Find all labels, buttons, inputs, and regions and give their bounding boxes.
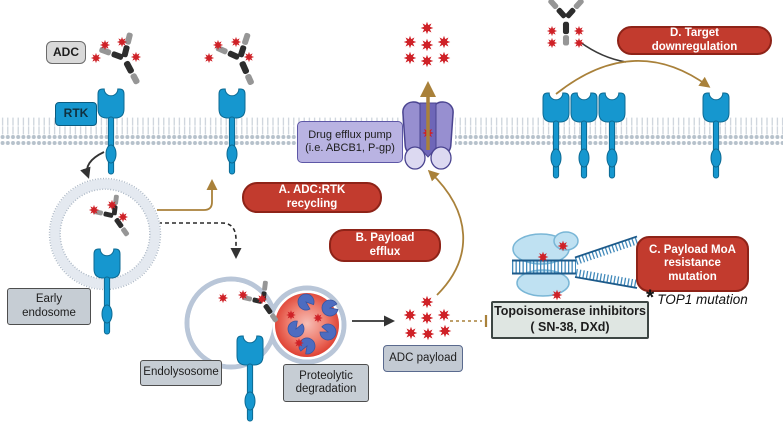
topoisomerase-dna-complex [512, 231, 640, 301]
top1-mutation-text: TOP1 mutation [657, 292, 748, 307]
recycling-arrow [157, 179, 218, 211]
callout-a-adc-rtk-recycling: A. ADC:RTK recycling [242, 182, 382, 213]
adc-payload-stars [403, 295, 452, 341]
top1-mutation-annotation: * TOP1 mutation [646, 286, 748, 309]
endolysosome [184, 276, 347, 422]
proteolytic-degradation-label: Proteolytic degradation [283, 364, 369, 402]
adc-surface-2 [203, 30, 270, 93]
callout-b-payload-efflux: B. Payload efflux [329, 229, 441, 262]
adc-payload-label: ADC payload [383, 345, 463, 372]
payload-efflux-curve [427, 169, 465, 296]
topoisomerase-inhibitors-label: Topoisomerase inhibitors ( SN-38, DXd) [491, 301, 649, 339]
early-endosome [48, 177, 162, 335]
callout-c-payload-moa-resistance: C. Payload MoA resistance mutation [636, 236, 749, 292]
rtk-label: RTK [55, 102, 97, 126]
drug-efflux-pump-label: Drug efflux pump (i.e. ABCB1, P-gp) [297, 121, 403, 163]
rtk-receptor-endolysosome [236, 335, 264, 422]
asterisk: * [646, 286, 655, 309]
effluxed-payload-stars [403, 21, 451, 68]
dna-replication-fork [512, 235, 640, 289]
downregulation-curve [555, 60, 711, 95]
internalization-arrow [80, 151, 105, 179]
adc-label: ADC [46, 41, 86, 64]
downregulation-curve-black [579, 41, 627, 63]
callout-d-target-downregulation: D. Target downregulation [617, 26, 772, 55]
early-endosome-label: Early endosome [7, 288, 91, 325]
rtk-receptor-endosome [93, 248, 121, 335]
pathway-arrows [80, 41, 711, 327]
adc-surface-1 [90, 29, 155, 93]
topoisomerase-line1: Topoisomerase inhibitors [494, 304, 646, 319]
maturation-dashed-arrow [158, 222, 242, 259]
drug-efflux-pump [402, 81, 454, 170]
topoisomerase-line2: ( SN-38, DXd) [530, 320, 610, 334]
adc-free [546, 0, 585, 49]
endolysosome-label: Endolysosome [140, 360, 222, 386]
